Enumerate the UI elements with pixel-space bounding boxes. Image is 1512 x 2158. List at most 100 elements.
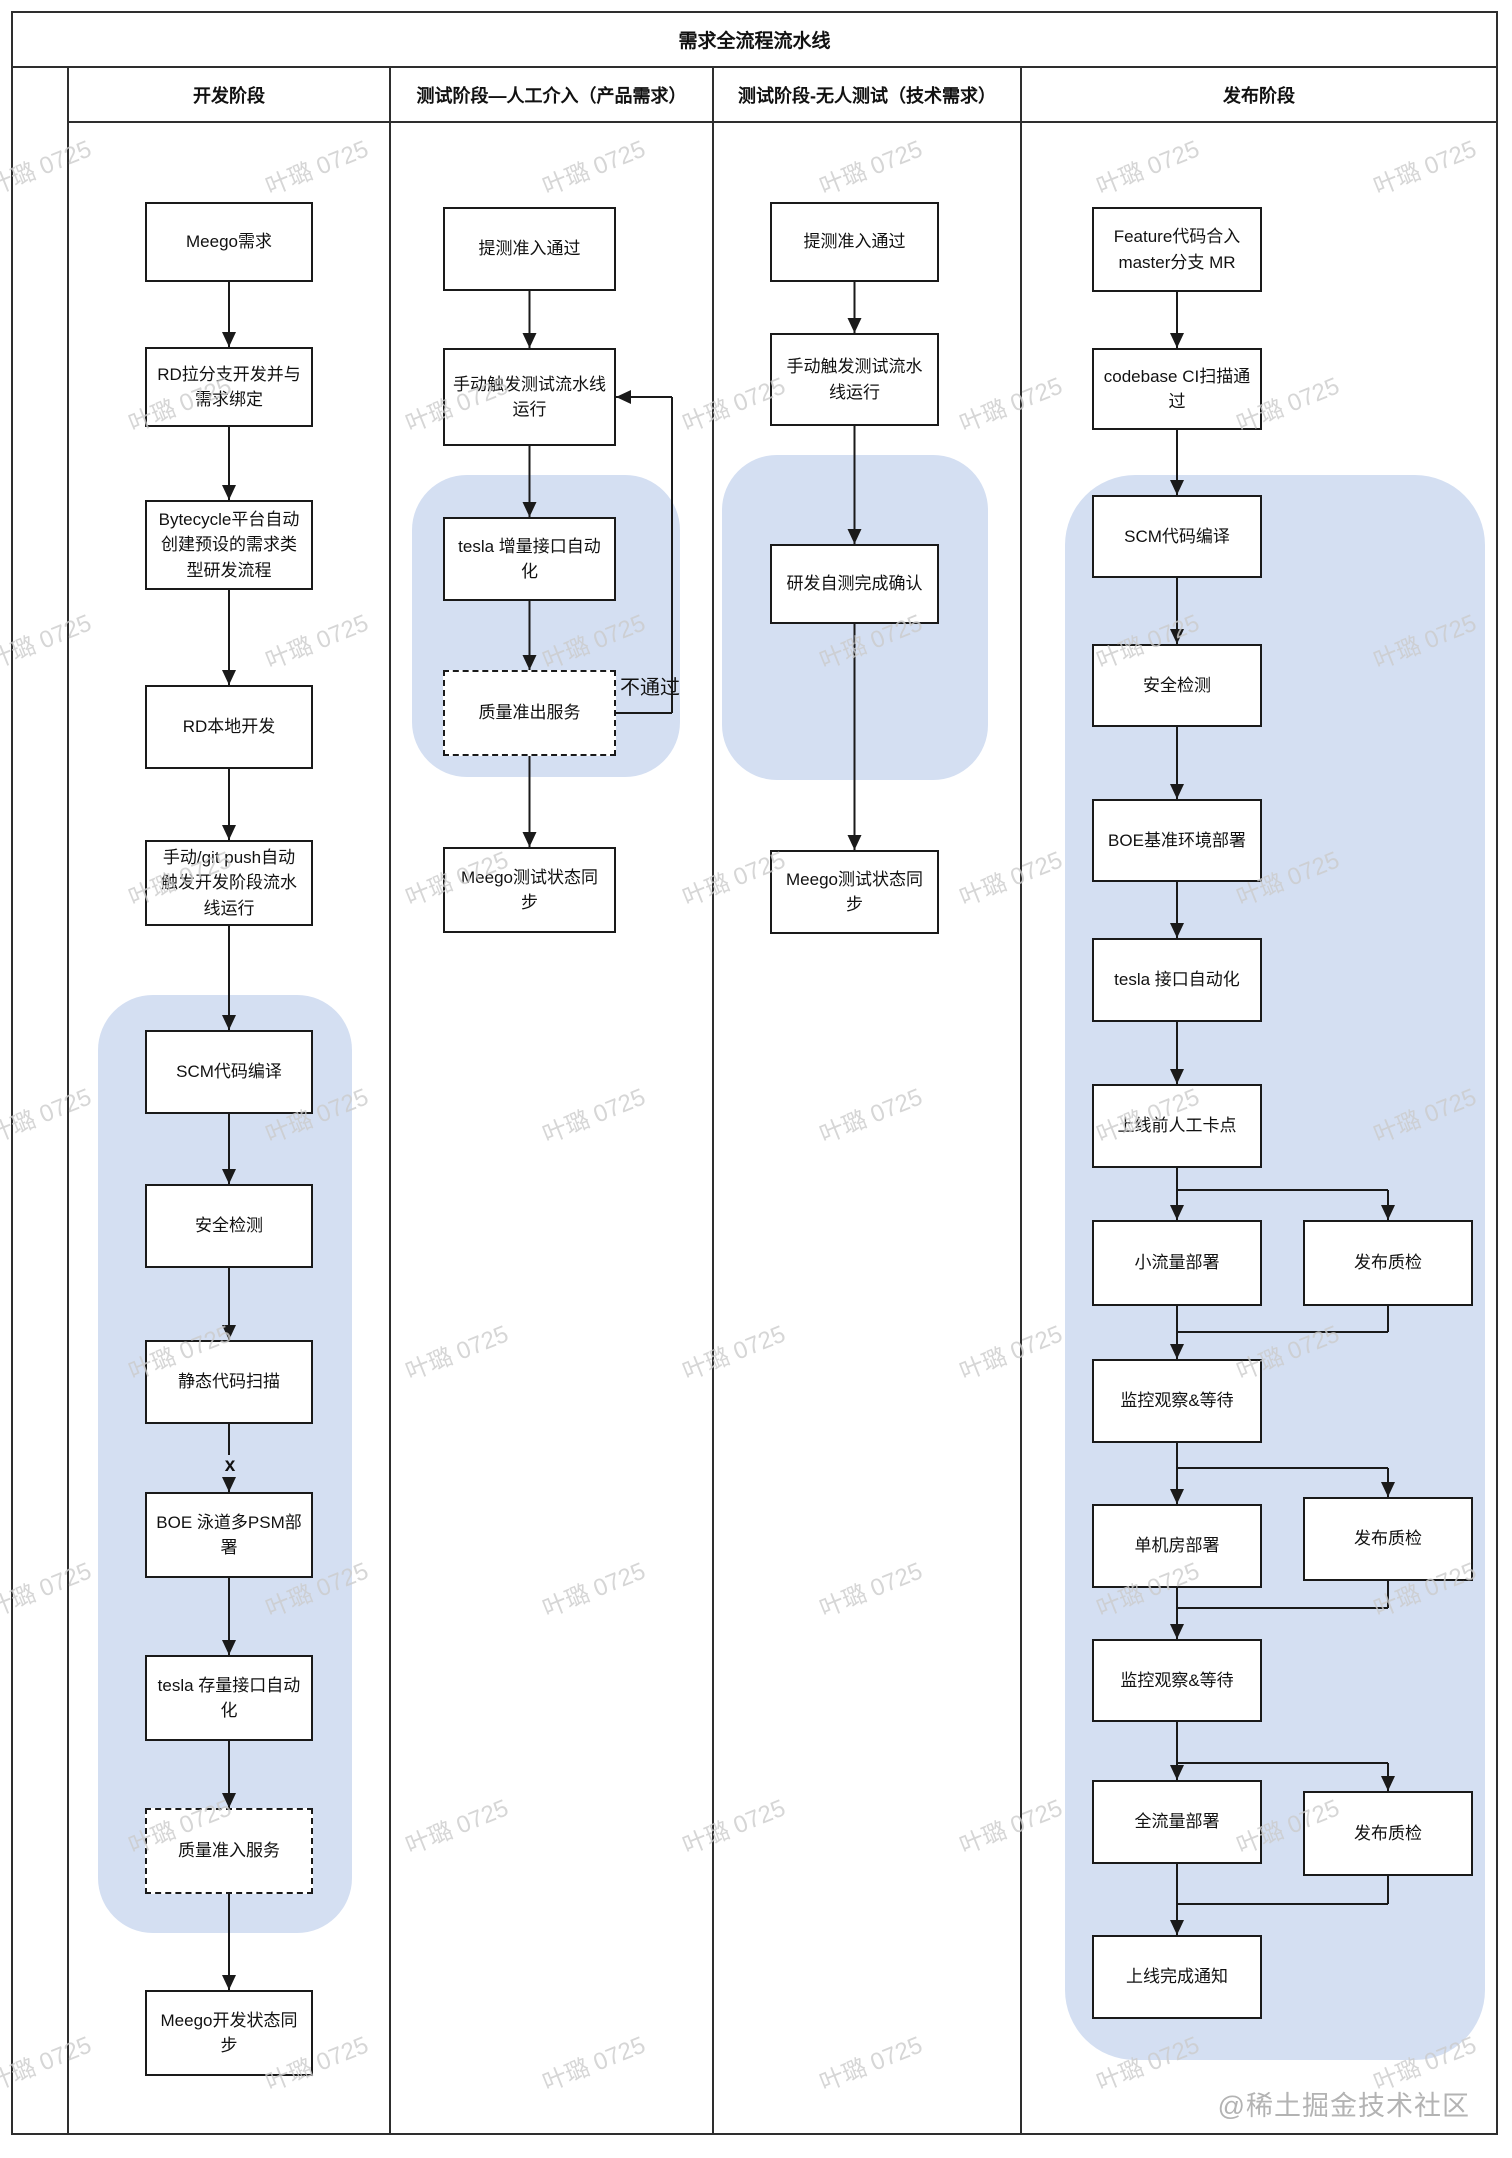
flow-node-ta_meego_sync: Meego测试状态同步 [770, 850, 939, 934]
flow-node-label: 发布质检 [1354, 1529, 1422, 1549]
flow-node-dev_trigger: 手动/git push自动触发开发阶段流水线运行 [145, 840, 313, 926]
flow-node-label: Feature代码合入master分支 MR [1113, 227, 1241, 272]
arrowhead [1170, 1344, 1184, 1359]
flow-node-rl_qc1: 发布质检 [1303, 1220, 1473, 1306]
flow-node-ta_ready: 提测准入通过 [770, 202, 939, 282]
flow-node-rl_single: 单机房部署 [1092, 1504, 1262, 1588]
flow-node-tm_ready: 提测准入通过 [443, 207, 616, 291]
arrowhead [1170, 784, 1184, 799]
flow-node-rl_security: 安全检测 [1092, 644, 1262, 727]
flow-node-label: 上线完成通知 [1126, 1967, 1228, 1987]
arrowhead [222, 332, 236, 347]
credit-watermark: @稀土掘金技术社区 [1217, 2091, 1470, 2121]
flow-node-rl_notify: 上线完成通知 [1092, 1935, 1262, 2019]
flow-node-dev_tesla: tesla 存量接口自动化 [145, 1655, 313, 1741]
arrowhead [1170, 480, 1184, 495]
arrowhead [616, 390, 631, 404]
diagram-title: 需求全流程流水线 [678, 31, 831, 52]
arrowhead [1381, 1205, 1395, 1220]
arrowhead [847, 835, 862, 850]
arrowhead [1170, 1624, 1184, 1639]
flow-node-tm_meego_sync: Meego测试状态同步 [443, 847, 616, 933]
flow-node-dev_bytecycle: Bytecycle平台自动创建预设的需求类型研发流程 [145, 500, 313, 590]
flow-node-tm_quality_out: 质量准出服务 [443, 670, 616, 756]
flow-node-rl_qc3: 发布质检 [1303, 1791, 1473, 1876]
arrowhead [222, 1793, 236, 1808]
flow-node-rl_feature_mr: Feature代码合入master分支 MR [1092, 207, 1262, 292]
lane-header-dev: 开发阶段 [193, 85, 265, 106]
arrowhead [222, 1325, 236, 1340]
arrowhead [522, 832, 537, 847]
flow-node-label: tesla 接口自动化 [1114, 970, 1240, 990]
flow-node-dev_meego: Meego需求 [145, 202, 313, 282]
flow-node-label: 研发自测完成确认 [786, 574, 923, 594]
flow-node-label: Meego测试状态同步 [461, 867, 598, 913]
arrowhead [522, 655, 537, 670]
flow-node-label: 质量准出服务 [478, 703, 581, 723]
flow-node-rl_codebase: codebase CI扫描通过 [1092, 348, 1262, 430]
flow-node-rl_monitor1: 监控观察&等待 [1092, 1359, 1262, 1443]
edge-label-fail: 不通过 [620, 677, 680, 699]
flow-node-label: 提测准入通过 [478, 239, 581, 259]
flow-node-label: 上线前人工卡点 [1117, 1116, 1237, 1136]
arrowhead [522, 333, 537, 348]
flow-node-dev_security: 安全检测 [145, 1184, 313, 1268]
flow-node-ta_trigger: 手动触发测试流水线运行 [770, 333, 939, 426]
flow-node-label: 发布质检 [1354, 1823, 1422, 1843]
arrowhead [1170, 1489, 1184, 1504]
arrowhead [1170, 333, 1184, 348]
cancel-x-marker: x [221, 1455, 239, 1477]
flow-node-rl_full: 全流量部署 [1092, 1780, 1262, 1864]
flow-node-label: 手动触发测试流水线运行 [453, 374, 606, 420]
flow-node-label: 全流量部署 [1134, 1812, 1220, 1832]
flow-node-ta_confirm: 研发自测完成确认 [770, 544, 939, 624]
arrowhead [1170, 1920, 1184, 1935]
arrowhead [222, 1975, 236, 1990]
flow-node-rl_qc2: 发布质检 [1303, 1497, 1473, 1581]
flow-node-label: 安全检测 [1143, 675, 1211, 695]
outer-border [11, 11, 1498, 2135]
flow-node-rl_boe: BOE基准环境部署 [1092, 799, 1262, 882]
arrowhead [222, 1015, 236, 1030]
arrowhead [222, 1169, 236, 1184]
arrowhead [522, 502, 537, 517]
flow-node-label: 静态代码扫描 [178, 1372, 280, 1392]
flow-node-dev_static: 静态代码扫描 [145, 1340, 313, 1424]
flow-node-label: 单机房部署 [1134, 1536, 1220, 1556]
lane-header-release: 发布阶段 [1223, 85, 1295, 106]
flow-node-rl_monitor2: 监控观察&等待 [1092, 1639, 1262, 1722]
flow-node-dev_scm: SCM代码编译 [145, 1030, 313, 1114]
flow-node-rl_gate: 上线前人工卡点 [1092, 1084, 1262, 1168]
flow-node-dev_local: RD本地开发 [145, 685, 313, 769]
arrowhead [222, 1640, 236, 1655]
lane-header-test-manual: 测试阶段—人工介入（产品需求） [416, 85, 687, 106]
flow-node-label: RD本地开发 [182, 717, 276, 737]
flow-node-label: 监控观察&等待 [1120, 1670, 1234, 1690]
flow-node-label: 监控观察&等待 [1120, 1391, 1234, 1411]
arrowhead [1170, 1765, 1184, 1780]
lane-header-test-auto: 测试阶段-无人测试（技术需求） [738, 85, 996, 106]
flow-node-label: SCM代码编译 [1124, 526, 1230, 546]
arrowhead [1170, 629, 1184, 644]
flow-node-label: 手动触发测试流水线运行 [786, 357, 923, 402]
arrowhead [1381, 1776, 1395, 1791]
arrowhead [1170, 1069, 1184, 1084]
flow-node-label: tesla 增量接口自动化 [458, 536, 601, 582]
flow-node-label: 安全检测 [195, 1216, 263, 1236]
arrowhead [222, 825, 236, 840]
flow-node-rl_scm: SCM代码编译 [1092, 495, 1262, 578]
flow-node-rl_tesla: tesla 接口自动化 [1092, 938, 1262, 1022]
flow-node-label: 发布质检 [1354, 1253, 1422, 1273]
flow-node-label: BOE基准环境部署 [1108, 830, 1246, 850]
arrowhead [1170, 1205, 1184, 1220]
arrowhead [222, 485, 236, 500]
flow-node-label: 提测准入通过 [803, 232, 906, 252]
arrowhead [222, 1477, 236, 1492]
flow-node-label: tesla 存量接口自动化 [157, 1675, 301, 1721]
arrowhead [222, 670, 236, 685]
flow-node-label: SCM代码编译 [176, 1062, 282, 1082]
flow-node-label: 小流量部署 [1134, 1253, 1220, 1273]
flow-node-dev_boe: BOE 泳道多PSM部署 [145, 1492, 313, 1578]
flow-node-label: Bytecycle平台自动创建预设的需求类型研发流程 [158, 509, 300, 580]
